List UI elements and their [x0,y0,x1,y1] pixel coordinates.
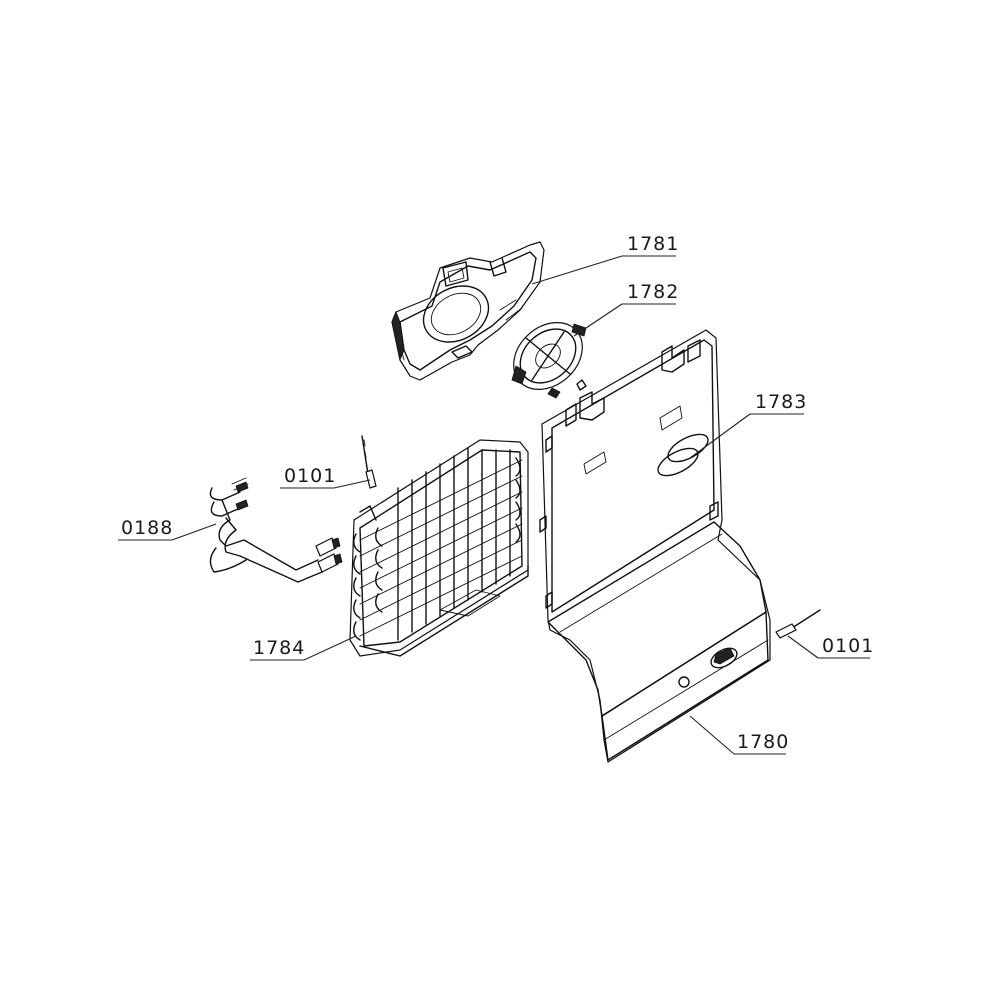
leader-0188 [171,523,217,541]
part-0101-sensor-probe-right [775,609,821,639]
callout-labels: 1781 1782 1783 0101 0188 1784 0101 1780 [121,233,874,753]
leader-1783 [689,413,751,459]
part-1782-fan-ring [511,322,587,399]
callout-0101-right: 0101 [822,635,874,657]
callout-1783: 1783 [755,391,807,413]
leader-1782 [573,303,623,337]
callout-leaders [118,255,870,755]
callout-1782: 1782 [627,281,679,303]
leader-1781 [531,255,623,285]
part-0101-sensor-probe-top [361,435,377,489]
leader-0101-top [333,479,371,489]
part-0188-wire-harness [209,477,343,583]
part-1784-evaporator [349,439,529,657]
leader-0101-right [787,635,819,659]
leader-1780 [689,715,735,755]
leader-1784 [303,635,357,661]
part-1780-back-cover [539,329,771,763]
callout-0101-top: 0101 [284,465,336,487]
callout-0188: 0188 [121,517,173,539]
callout-1784: 1784 [253,637,305,659]
callout-1781: 1781 [627,233,679,255]
part-1781-fan-shroud [391,241,545,381]
callout-1780: 1780 [737,731,789,753]
